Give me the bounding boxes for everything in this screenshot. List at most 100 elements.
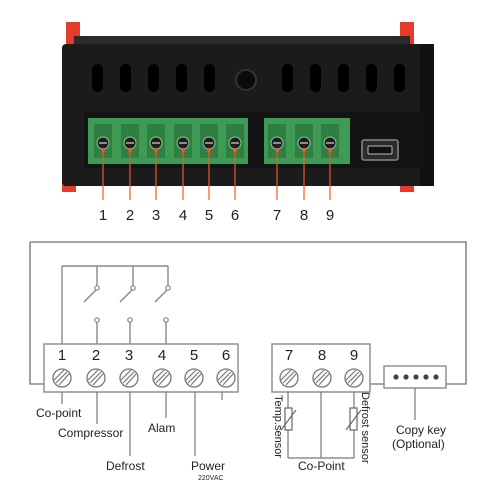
vent-slot	[176, 64, 187, 92]
diagram-terminal: 6	[216, 347, 236, 388]
vent-slot	[338, 64, 349, 92]
diagram-terminal-number: 1	[58, 347, 66, 364]
diagram-terminals: 1 2 3 4 5 6 7 8 9	[52, 347, 364, 388]
diagram-terminal-number: 5	[190, 347, 198, 364]
copy-key-pin-icon	[423, 374, 429, 380]
defrost-sensor-icon	[345, 407, 362, 431]
copy-key-pin-icon	[403, 374, 409, 380]
terminal-screw-icon	[312, 368, 332, 388]
sensor-wiring	[287, 392, 355, 459]
terminal-leader	[128, 148, 132, 200]
diagram-terminal: 7	[279, 347, 299, 388]
mounting-hole-icon	[235, 69, 257, 91]
photo-terminal-number: 2	[126, 207, 134, 224]
vent-slot	[92, 64, 103, 92]
label-defrost-sensor: Defrost sensor	[359, 392, 371, 464]
relay-contact-icon	[163, 317, 169, 323]
terminal-screw-icon	[344, 368, 364, 388]
terminal-screw-icon	[94, 124, 112, 158]
terminal-screw-icon	[121, 124, 139, 158]
wiring-diagram: 1 2 3 4 5 6 7 8 9	[29, 241, 467, 482]
relay-wiring	[61, 265, 170, 344]
vent-slot	[282, 64, 293, 92]
terminal-leader	[233, 148, 237, 200]
photo-terminal-number: 6	[231, 207, 239, 224]
diagram-terminal: 8	[312, 347, 332, 388]
mini-usb-port-icon	[361, 139, 399, 161]
terminal-leader	[302, 148, 306, 200]
label-compressor: Compressor	[58, 426, 123, 440]
label-power: Power	[191, 459, 225, 473]
device-top-rail	[74, 36, 410, 46]
terminal-strip-left	[43, 343, 239, 393]
label-copy-key: Copy key	[396, 423, 446, 437]
copy-key-pin-icon	[433, 374, 439, 380]
terminal-screw-icon	[147, 124, 165, 158]
photo-terminal-number: 5	[205, 207, 213, 224]
terminal-screw-icon	[86, 368, 106, 388]
vent-slot	[204, 64, 215, 92]
copy-key-port	[383, 365, 447, 389]
relay-contact-icon	[130, 285, 136, 291]
terminal-screw-icon	[279, 368, 299, 388]
diagram-terminal-number: 4	[158, 347, 166, 364]
terminal-leader	[154, 148, 158, 200]
terminal-screw-icon	[295, 124, 313, 158]
label-defrost: Defrost	[106, 459, 145, 473]
diagram-terminal-number: 3	[125, 347, 133, 364]
photo-terminal-number: 7	[273, 207, 281, 224]
terminal-screw-icon	[216, 368, 236, 388]
label-co-point: Co-point	[36, 406, 82, 420]
photo-terminal-number: 9	[326, 207, 334, 224]
terminal-screw-icon	[152, 368, 172, 388]
vent-slot	[366, 64, 377, 92]
diagram-terminal: 4	[152, 347, 172, 388]
terminal-leader	[328, 148, 332, 200]
diagram-terminal-number: 8	[318, 347, 326, 364]
relay-contact-icon	[127, 317, 133, 323]
diagram-terminal: 1	[52, 347, 72, 388]
relay-contacts	[94, 285, 171, 323]
vent-slots	[92, 64, 405, 92]
label-alarm: Alam	[148, 421, 175, 435]
diagram-terminal-number: 7	[285, 347, 293, 364]
photo-terminal-number: 3	[152, 207, 160, 224]
relay-contact-icon	[94, 285, 100, 291]
diagram-terminal: 9	[344, 347, 364, 388]
diagram-terminal-number: 2	[92, 347, 100, 364]
diagram-terminal-number: 9	[350, 347, 358, 364]
temp-sensor-icon	[280, 407, 297, 431]
terminal-screw-icon	[321, 124, 339, 158]
vent-slot	[148, 64, 159, 92]
vent-slot	[394, 64, 405, 92]
label-copy-key-optional: (Optional)	[392, 437, 445, 451]
copy-key-pin-icon	[393, 374, 399, 380]
label-power-voltage: 220VAC	[198, 475, 224, 482]
terminal-screw-icon	[200, 124, 218, 158]
photo-terminal-number: 8	[300, 207, 308, 224]
terminal-block-body	[88, 118, 248, 164]
terminal-screw-icon	[119, 368, 139, 388]
relay-contact-icon	[94, 317, 100, 323]
vent-slot	[310, 64, 321, 92]
label-leaders	[61, 388, 416, 456]
terminal-screw-icon	[52, 368, 72, 388]
terminal-screw-icon	[226, 124, 244, 158]
terminal-leader	[101, 148, 105, 200]
relay-contact-icon	[165, 285, 171, 291]
copy-key-pin-icon	[413, 374, 419, 380]
terminal-block-left	[88, 118, 248, 164]
terminal-leader	[207, 148, 211, 200]
terminal-leader	[275, 148, 279, 200]
diagram-terminal-number: 6	[222, 347, 230, 364]
diagram-terminal: 2	[86, 347, 106, 388]
photo-terminal-number: 4	[179, 207, 187, 224]
diagram-terminal: 5	[184, 347, 204, 388]
label-temp-sensor: Temp.sensor	[272, 395, 284, 458]
terminal-leader	[181, 148, 185, 200]
terminal-screws	[94, 124, 339, 158]
vent-slot	[120, 64, 131, 92]
